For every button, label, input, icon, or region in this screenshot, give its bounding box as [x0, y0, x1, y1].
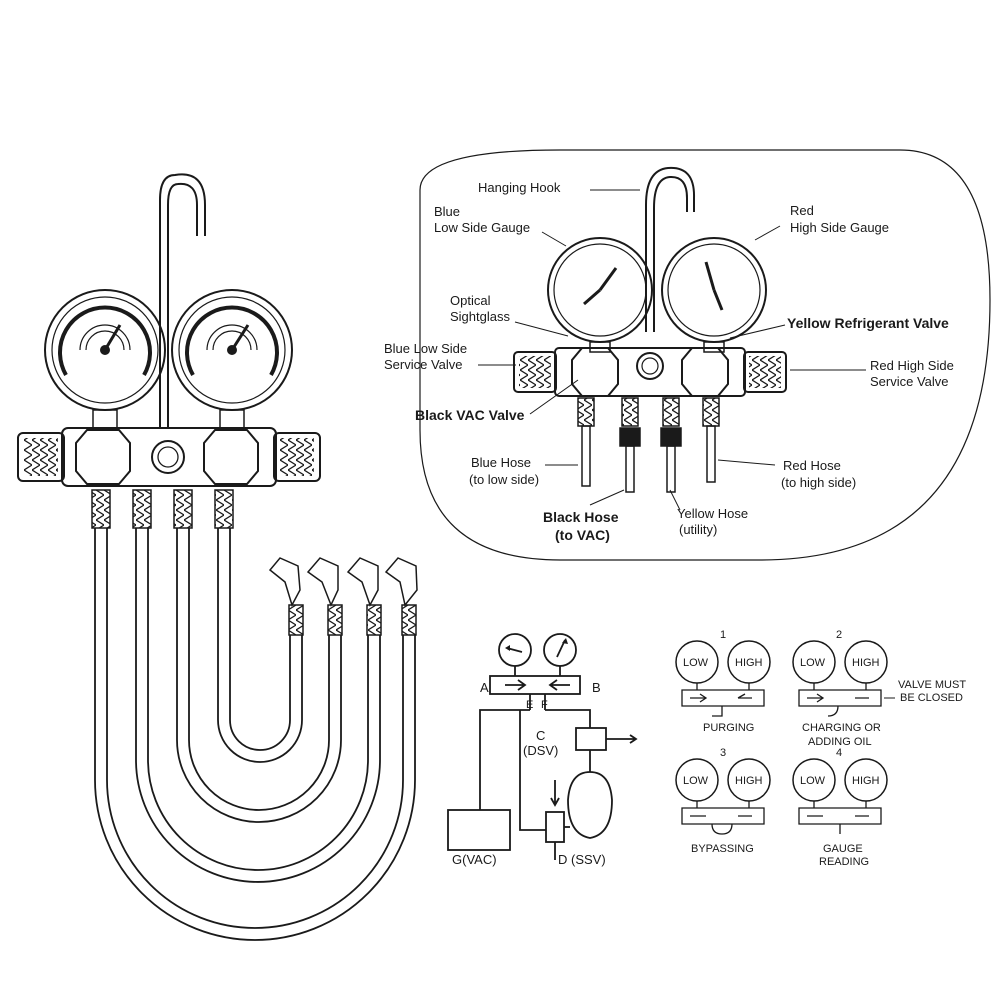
label-b: B — [592, 680, 601, 695]
blue-low-side-gauge — [547, 237, 653, 353]
sightglass-icon — [151, 440, 185, 474]
label-blue-gauge: Blue — [434, 204, 460, 219]
label-c: C — [536, 728, 545, 743]
mode-number: 3 — [720, 747, 726, 759]
label-sightglass: Optical — [450, 293, 491, 308]
label-blue-hose: Blue Hose — [471, 455, 531, 470]
mode-number: 2 — [836, 629, 842, 641]
leader-lines — [478, 189, 866, 511]
mode-number: 4 — [836, 747, 842, 759]
label-a: A — [480, 680, 489, 695]
mode-label: GAUGE — [823, 843, 863, 855]
label-yellow-hose: Yellow Hose — [677, 506, 748, 521]
black-vac-valve-icon — [571, 347, 619, 397]
label-yellow-hose-sub: (utility) — [679, 522, 717, 537]
valve-note: VALVE MUST — [898, 679, 966, 691]
label-red-hose-sub: (to high side) — [781, 475, 856, 490]
inset-oval — [419, 149, 991, 561]
label-red-hose: Red Hose — [783, 458, 841, 473]
knob-right-icon — [273, 432, 321, 482]
label-sightglass-sub: Sightglass — [450, 309, 510, 324]
label-red-gauge-sub: High Side Gauge — [790, 220, 889, 235]
high-side-gauge — [171, 289, 293, 429]
label-blue-service-sub: Service Valve — [384, 357, 463, 372]
blue-service-knob-icon — [513, 351, 557, 393]
label-black-vac: Black VAC Valve — [415, 407, 525, 423]
valve-note-2: BE CLOSED — [900, 692, 963, 704]
label-blue-gauge-sub: Low Side Gauge — [434, 220, 530, 235]
yellow-refrigerant-valve-icon — [681, 347, 729, 397]
low-side-gauge — [44, 289, 166, 429]
mode-4-gauge-reading: LOW HIGH 4 GAUGE READING — [792, 747, 888, 868]
low-label: LOW — [683, 775, 709, 787]
schematic — [447, 633, 638, 860]
low-label: LOW — [683, 657, 709, 669]
optical-sightglass-icon — [636, 352, 664, 380]
label-yellow-valve: Yellow Refrigerant Valve — [787, 315, 949, 331]
red-high-side-gauge — [661, 237, 767, 353]
high-label: HIGH — [852, 775, 880, 787]
hose-fittings — [577, 397, 720, 493]
manifold-body — [61, 427, 277, 487]
mode-label: CHARGING OR — [802, 722, 881, 734]
valve-knob-left — [75, 429, 131, 485]
label-f: F — [541, 699, 548, 711]
label-red-gauge: Red — [790, 203, 814, 218]
label-e: E — [526, 699, 533, 711]
label-g-vac: G(VAC) — [452, 852, 497, 867]
callout-labels: Hanging Hook Blue Low Side Gauge Red Hig… — [384, 180, 954, 543]
valve-knob-right — [203, 429, 259, 485]
label-d-ssv: D (SSV) — [558, 852, 606, 867]
mode-number: 1 — [720, 629, 726, 641]
hanging-hook-icon — [159, 173, 206, 428]
label-black-hose: Black Hose — [543, 509, 619, 525]
hose-end-couplers — [268, 557, 418, 636]
high-label: HIGH — [852, 657, 880, 669]
label-hanging-hook: Hanging Hook — [478, 180, 561, 195]
hoses — [94, 528, 416, 941]
low-label: LOW — [800, 775, 826, 787]
mode-label-2: READING — [819, 856, 869, 868]
high-label: HIGH — [735, 775, 763, 787]
hose-fittings — [91, 489, 234, 529]
mode-label: BYPASSING — [691, 843, 754, 855]
knob-left-icon — [17, 432, 65, 482]
red-service-knob-icon — [743, 351, 787, 393]
label-red-service: Red High Side — [870, 358, 954, 373]
label-black-hose-sub: (to VAC) — [555, 527, 610, 543]
labeled-manifold — [419, 149, 991, 561]
high-label: HIGH — [735, 657, 763, 669]
low-label: LOW — [800, 657, 826, 669]
mode-label-2: ADDING OIL — [808, 736, 872, 748]
mode-3-bypassing: LOW HIGH 3 BYPASSING — [675, 747, 771, 855]
label-blue-hose-sub: (to low side) — [469, 472, 539, 487]
mode-1-purging: LOW HIGH 1 PURGING — [675, 629, 771, 734]
large-manifold — [17, 173, 418, 941]
schematic-labels: A B E F C (DSV) G(VAC) D (SSV) — [452, 680, 606, 867]
operating-modes: LOW HIGH 1 PURGING LOW HIGH 2 CHARGING O… — [675, 629, 966, 868]
label-dsv: (DSV) — [523, 743, 558, 758]
hanging-hook-icon — [645, 166, 696, 332]
mode-label: PURGING — [703, 722, 754, 734]
label-blue-service: Blue Low Side — [384, 341, 467, 356]
label-red-service-sub: Service Valve — [870, 374, 949, 389]
mode-2-charging: LOW HIGH 2 CHARGING OR ADDING OIL VALVE … — [792, 629, 966, 748]
